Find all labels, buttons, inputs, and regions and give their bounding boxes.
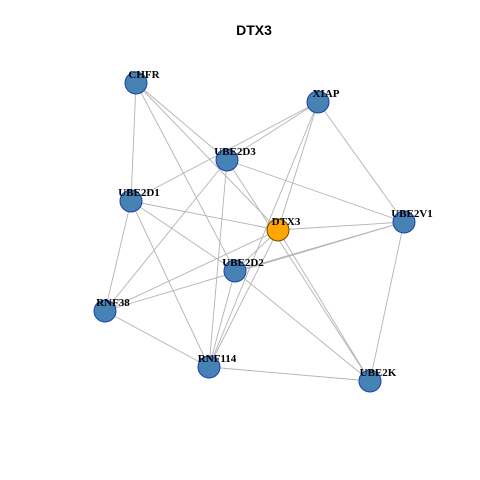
node-circle-rnf114 xyxy=(197,355,221,379)
node-label-chfr: CHFR xyxy=(128,69,160,81)
node-circle-xiap xyxy=(306,90,330,114)
edge-ube2v1-ube2k xyxy=(369,221,405,382)
node-label-rnf38: RNF38 xyxy=(96,297,130,309)
node-rnf38: RNF38 xyxy=(93,297,130,323)
node-dtx3: DTX3 xyxy=(266,216,301,242)
node-ube2d1: UBE2D1 xyxy=(118,187,160,213)
edge-ube2d1-dtx3 xyxy=(130,200,279,231)
edge-chfr-dtx3 xyxy=(135,82,279,231)
edge-ube2d1-rnf38 xyxy=(104,200,132,312)
node-label-rnf114: RNF114 xyxy=(198,353,237,365)
node-circle-ube2v1 xyxy=(392,210,416,234)
edge-ube2d2-rnf114 xyxy=(208,270,236,368)
edge-ube2v1-rnf38 xyxy=(104,221,405,312)
edge-ube2d3-ube2v1 xyxy=(226,159,405,223)
node-ube2d2: UBE2D2 xyxy=(222,257,264,283)
node-label-ube2d1: UBE2D1 xyxy=(118,187,160,199)
node-label-xiap: XIAP xyxy=(313,88,340,100)
edge-dtx3-ube2v1 xyxy=(277,221,405,231)
edge-ube2d2-ube2k xyxy=(234,270,371,382)
edge-xiap-rnf114 xyxy=(208,101,319,368)
edge-ube2d3-rnf114 xyxy=(208,159,228,368)
node-rnf114: RNF114 xyxy=(197,353,237,379)
node-circle-ube2k xyxy=(358,369,382,393)
node-circle-dtx3 xyxy=(266,218,290,242)
node-ube2k: UBE2K xyxy=(358,367,397,393)
node-label-dtx3: DTX3 xyxy=(272,216,301,228)
edge-dtx3-rnf114 xyxy=(208,229,279,368)
edge-rnf38-rnf114 xyxy=(104,310,210,368)
node-ube2v1: UBE2V1 xyxy=(391,208,433,234)
edge-xiap-ube2d3 xyxy=(226,101,319,161)
edge-dtx3-ube2k xyxy=(277,229,371,382)
node-xiap: XIAP xyxy=(306,88,340,114)
node-circle-chfr xyxy=(124,71,148,95)
edge-ube2d1-rnf114 xyxy=(130,200,210,368)
edge-dtx3-rnf38 xyxy=(104,229,279,312)
edge-xiap-ube2v1 xyxy=(317,101,405,223)
node-ube2d3: UBE2D3 xyxy=(214,146,256,172)
graph-title: DTX3 xyxy=(236,22,272,38)
node-circle-rnf38 xyxy=(93,299,117,323)
node-label-ube2v1: UBE2V1 xyxy=(391,208,433,220)
edge-chfr-ube2d2 xyxy=(135,82,236,272)
edge-ube2d3-rnf38 xyxy=(104,159,228,312)
node-label-ube2d2: UBE2D2 xyxy=(222,257,264,269)
edge-ube2d3-ube2k xyxy=(226,159,371,382)
node-label-ube2d3: UBE2D3 xyxy=(214,146,256,158)
node-chfr: CHFR xyxy=(124,69,161,95)
edge-chfr-ube2d3 xyxy=(135,82,228,161)
edge-ube2d1-ube2d2 xyxy=(130,200,236,272)
edge-rnf114-ube2k xyxy=(208,366,371,382)
edge-xiap-dtx3 xyxy=(277,101,319,231)
node-circle-ube2d2 xyxy=(223,259,247,283)
node-circle-ube2d1 xyxy=(119,189,143,213)
edge-chfr-ube2d1 xyxy=(130,82,137,202)
node-circle-ube2d3 xyxy=(215,148,239,172)
node-label-ube2k: UBE2K xyxy=(360,367,397,379)
edge-layer xyxy=(104,82,405,382)
